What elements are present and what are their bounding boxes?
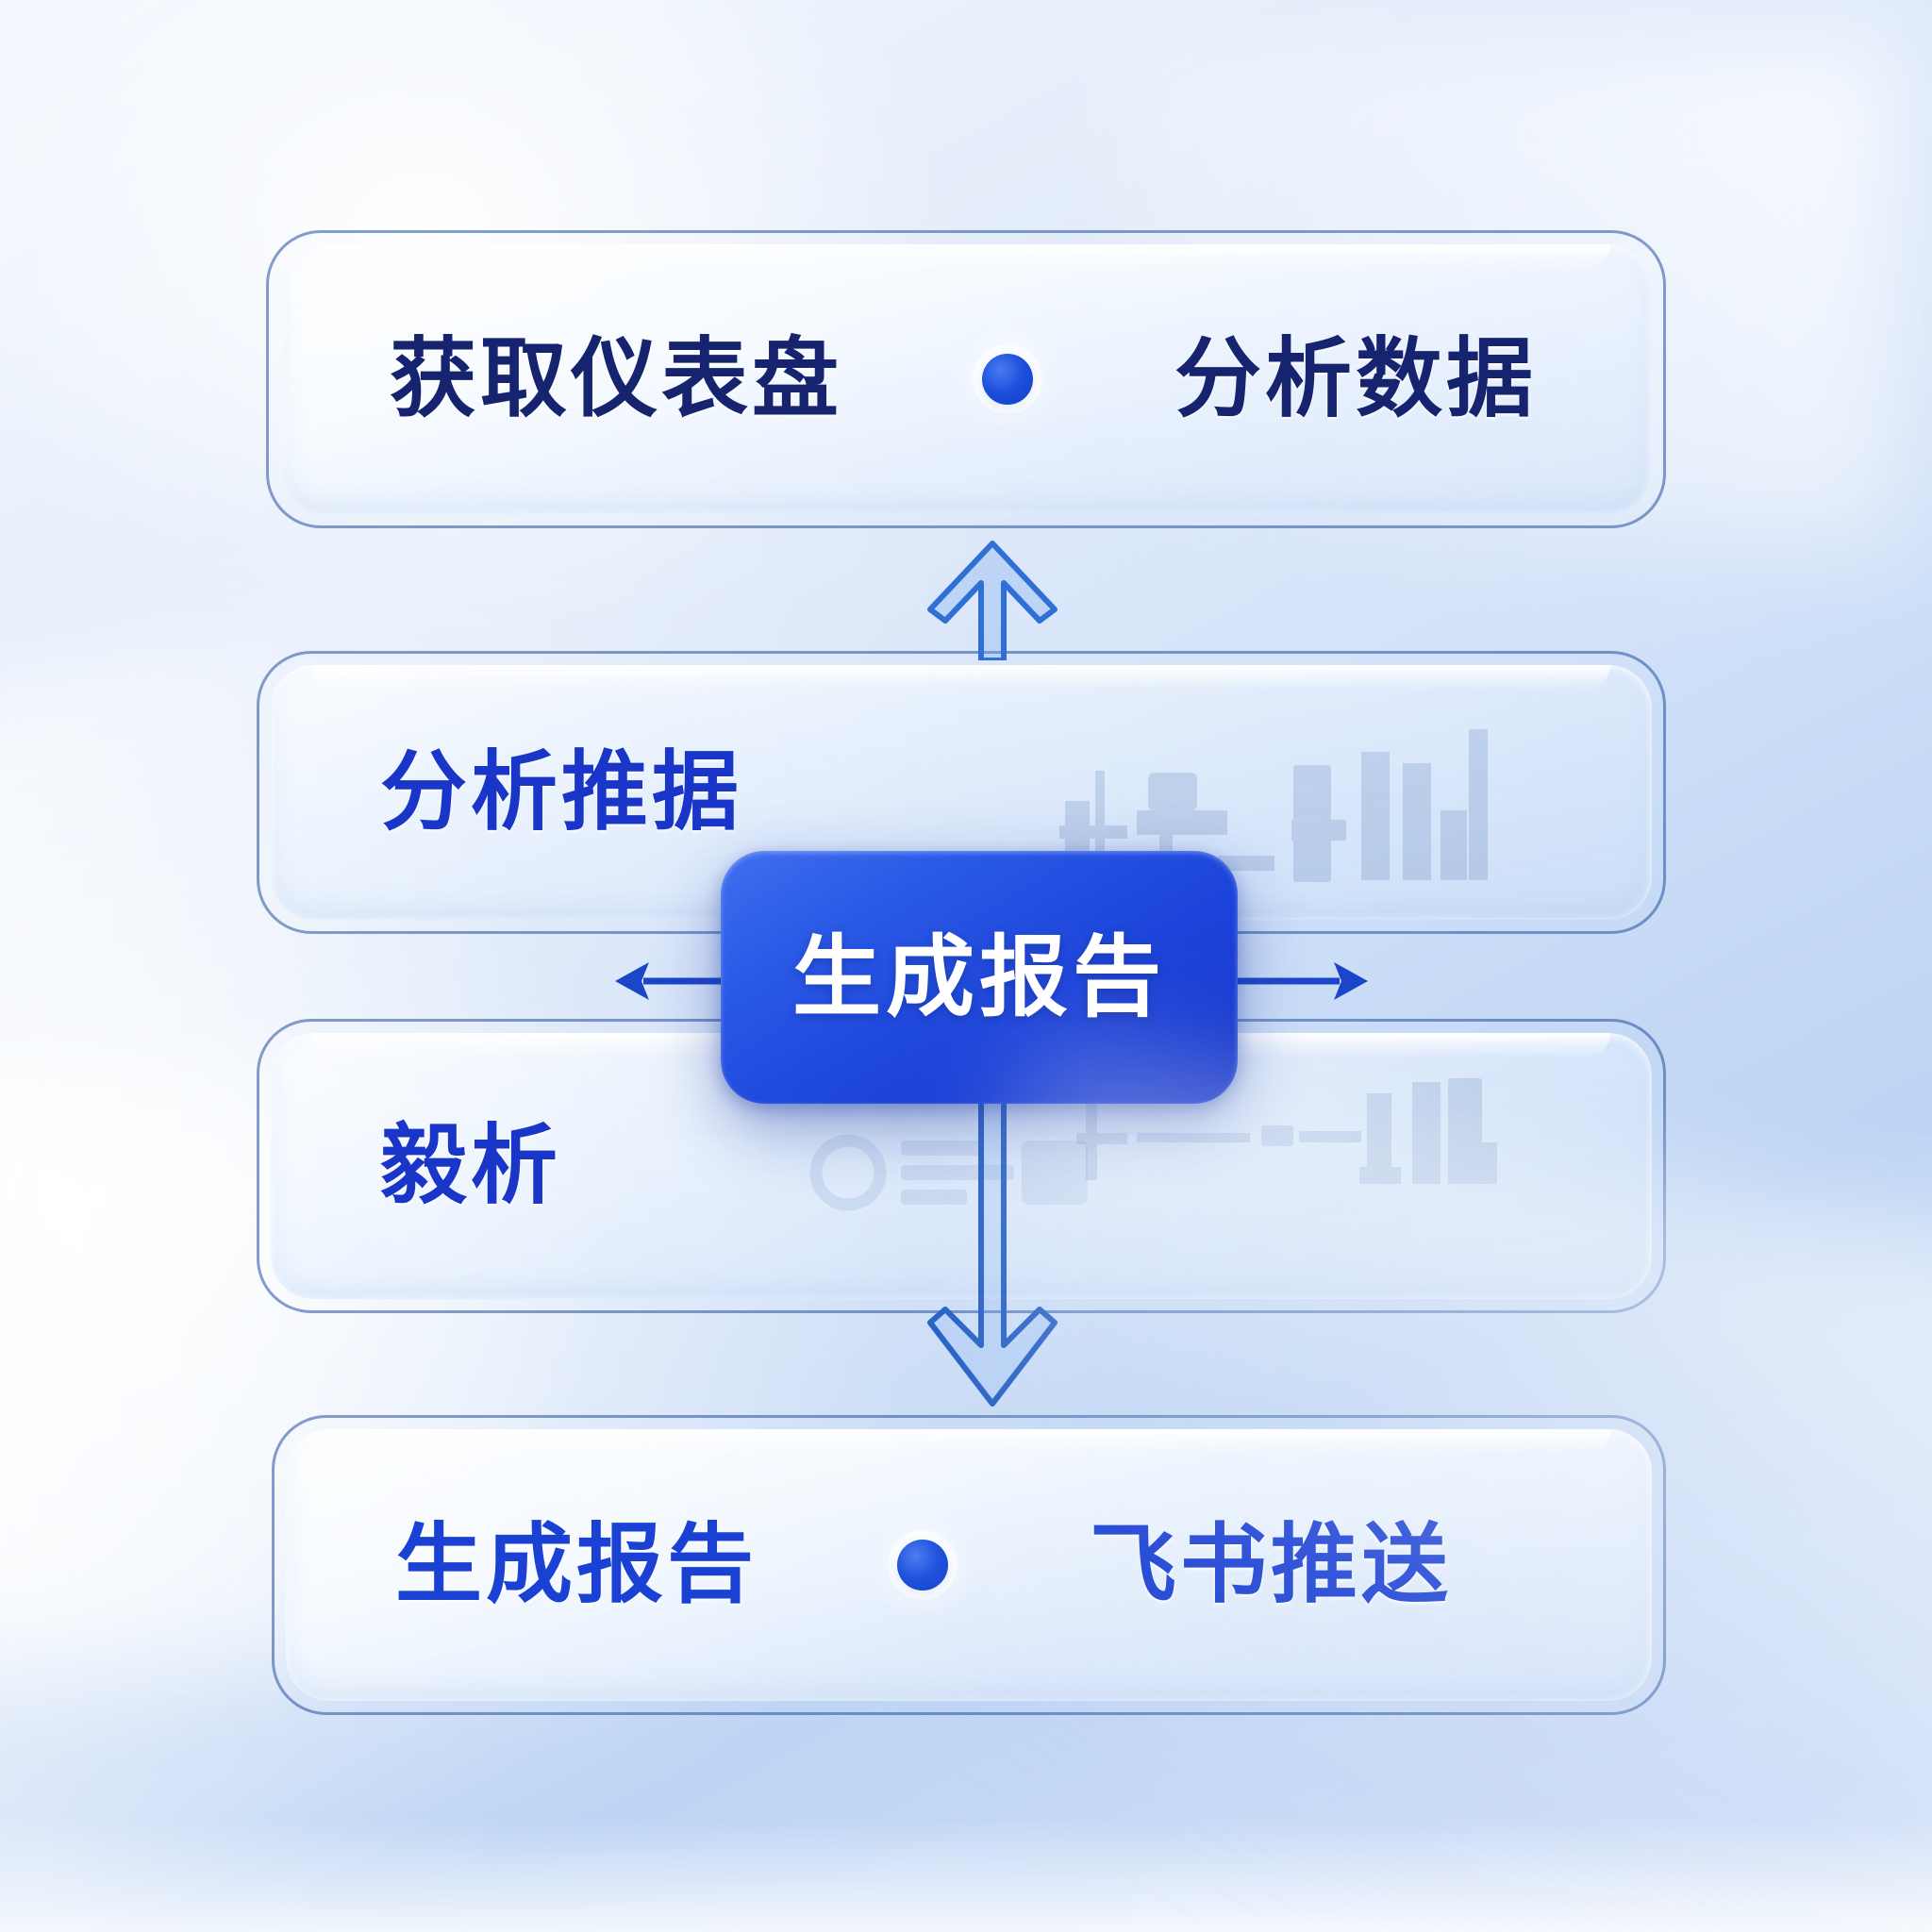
flow-card-report-left-label: 生成报告 [395, 1517, 758, 1613]
flow-card-dashboard-surface: 获取仪表盘 分析数据 [280, 244, 1652, 514]
flow-card-report-surface: 生成报告 飞书推送 [286, 1429, 1652, 1701]
step-connector-dot [982, 354, 1034, 405]
step-connector-dot [897, 1540, 949, 1591]
flow-card-dashboard-right-label: 分析数据 [1174, 331, 1538, 427]
flow-card-report-row: 生成报告 飞书推送 [286, 1429, 1652, 1701]
flow-card-report-right-label: 飞书推送 [1090, 1517, 1453, 1613]
bottom-fade [0, 1819, 1932, 1932]
flow-card-insight-row: 毅析 [271, 1033, 1652, 1299]
flow-card-analyze-left-label: 分析推据 [380, 744, 743, 841]
generate-report-button-label: 生成报告 [791, 927, 1166, 1026]
generate-report-button[interactable]: 生成报告 [721, 851, 1238, 1104]
flow-card-dashboard[interactable]: 获取仪表盘 分析数据 [266, 230, 1666, 528]
flow-card-analyze-row: 分析推据 [271, 665, 1652, 920]
flow-card-report[interactable]: 生成报告 飞书推送 [272, 1415, 1666, 1715]
arrow-up-icon [927, 541, 1058, 660]
flow-card-dashboard-left-label: 获取仪表盘 [390, 331, 843, 427]
flow-card-dashboard-row: 获取仪表盘 分析数据 [280, 244, 1652, 514]
flow-card-analyze[interactable]: 分析推据 [257, 651, 1666, 934]
flow-card-insight-left-label: 毅析 [380, 1118, 562, 1214]
